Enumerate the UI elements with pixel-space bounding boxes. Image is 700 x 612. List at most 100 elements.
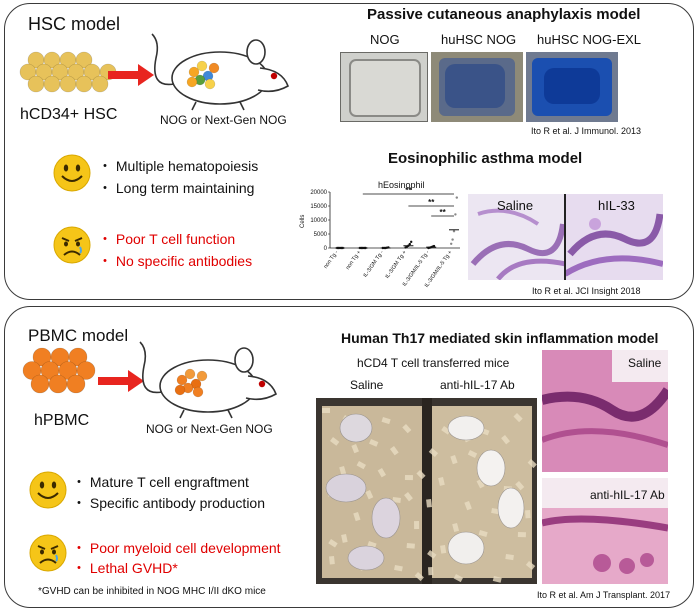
cell-icon xyxy=(91,75,109,93)
y-tick-label: 20000 xyxy=(310,190,327,196)
histology-divider xyxy=(564,194,566,280)
pca-label-huhsc-nog: huHSC NOG xyxy=(441,32,517,47)
cell-icon xyxy=(184,368,196,380)
cell-icon xyxy=(66,374,86,394)
pbmc-pro-2: ・ Specific antibody production xyxy=(72,495,265,511)
pbmc-con-2: ・ Lethal GVHD* xyxy=(72,560,178,576)
cell-icon xyxy=(48,374,68,394)
asthma-histo-label-saline: Saline xyxy=(497,198,534,213)
significance-label: ** xyxy=(428,198,435,207)
th17-histo-label-saline: Saline xyxy=(628,356,662,370)
data-point xyxy=(454,213,457,216)
hsc-pro-1: ・ Multiple hematopoiesis xyxy=(98,158,259,174)
cell-icon xyxy=(208,62,220,74)
pbmc-mouse-label: NOG or Next-Gen NOG xyxy=(146,422,273,436)
significance-label: ** xyxy=(405,186,412,195)
cell-icon xyxy=(176,374,188,386)
th17-subtitle: hCD4 T cell transferred mice xyxy=(357,356,510,370)
mouse-in-cage xyxy=(347,545,385,571)
pbmc-cell-label: hPBMC xyxy=(34,412,90,429)
data-point xyxy=(451,238,454,241)
hsc-cell-label: hCD34+ HSC xyxy=(20,106,118,123)
cell-icon xyxy=(75,75,93,93)
th17-mice-cage-photo xyxy=(316,398,537,584)
cell-icon xyxy=(27,75,45,93)
cell-icon xyxy=(43,75,61,93)
mouse-in-cage xyxy=(497,487,525,529)
data-point xyxy=(432,244,436,248)
data-point xyxy=(455,196,458,199)
mouse-in-cage xyxy=(339,413,373,443)
worried-face-icon xyxy=(53,226,91,264)
cell-icon xyxy=(186,76,198,88)
happy-face-icon xyxy=(29,471,67,509)
data-point xyxy=(452,230,456,233)
y-tick-label: 10000 xyxy=(310,218,327,224)
cell-icon xyxy=(30,374,50,394)
data-point xyxy=(410,240,413,244)
x-tick-label: IL-3/GM Tg + xyxy=(385,250,409,280)
cell-icon xyxy=(188,66,200,78)
pbmc-pro-1: ・ Mature T cell engraftment xyxy=(72,474,249,490)
arrow-right-icon xyxy=(108,64,154,86)
data-point xyxy=(450,242,453,245)
y-axis-label: Cells xyxy=(300,215,306,228)
humanized-mouse-icon xyxy=(139,341,277,419)
th17-histology-anti-il17 xyxy=(542,478,668,584)
hsc-mouse-label: NOG or Next-Gen NOG xyxy=(160,113,287,127)
asthma-citation: Ito R et al. JCI Insight 2018 xyxy=(532,286,641,296)
mouse-in-cage xyxy=(447,415,485,441)
humanized-mouse-icon xyxy=(151,33,289,111)
th17-citation: Ito R et al. Am J Transplant. 2017 xyxy=(537,590,671,600)
hsc-pro-2: ・ Long term maintaining xyxy=(98,180,255,196)
asthma-histology-saline xyxy=(468,194,566,280)
pca-citation: Ito R et al. J Immunol. 2013 xyxy=(531,126,642,136)
asthma-title: Eosinophilic asthma model xyxy=(388,150,583,167)
x-tick-label: IL-3/GM Tg - xyxy=(362,250,385,279)
pca-skin-photo-huhsc-nog-exl xyxy=(526,52,618,122)
pbmc-model-title: PBMC model xyxy=(28,326,129,345)
x-tick-label: non Tg + xyxy=(345,250,362,271)
happy-face-icon xyxy=(53,154,91,192)
asthma-histology-il33 xyxy=(565,194,663,280)
pca-label-huhsc-nog-exl: huHSC NOG-EXL xyxy=(537,32,642,47)
th17-label-anti-il17: anti-hIL-17 Ab xyxy=(440,378,515,392)
x-tick-label: non Tg - xyxy=(323,250,340,270)
significance-label: ** xyxy=(439,208,446,217)
cell-icon xyxy=(174,384,186,396)
cell-icon xyxy=(192,386,204,398)
cell-icon xyxy=(68,347,88,367)
pbmc-cell-cluster-icon xyxy=(22,347,96,394)
cell-icon xyxy=(204,78,216,90)
pca-skin-photo-huhsc-nog xyxy=(431,52,523,122)
th17-title: Human Th17 mediated skin inflammation mo… xyxy=(341,330,659,346)
worried-face-icon xyxy=(29,534,67,572)
arrow-right-icon xyxy=(98,370,144,392)
mouse-in-cage xyxy=(371,497,401,539)
cell-icon xyxy=(196,370,208,382)
th17-histo-label-anti-il17: anti-hIL-17 Ab xyxy=(590,488,665,502)
chart-title: hEosinophil xyxy=(378,180,425,190)
pca-skin-photo-nog xyxy=(340,52,428,122)
mouse-in-cage xyxy=(447,531,485,565)
mouse-in-cage xyxy=(325,473,367,503)
pbmc-footnote: *GVHD can be inhibited in NOG MHC I/II d… xyxy=(38,586,266,597)
mouse-in-cage xyxy=(476,449,506,487)
th17-histology-saline xyxy=(542,350,668,472)
cell-icon xyxy=(76,361,96,380)
hsc-model-title: HSC model xyxy=(28,14,121,34)
hsc-con-1: ・ Poor T cell function xyxy=(98,231,236,247)
y-tick-label: 5000 xyxy=(314,232,328,238)
th17-label-saline: Saline xyxy=(350,378,384,392)
hsc-con-2: ・ No specific antibodies xyxy=(98,253,253,269)
cell-icon xyxy=(59,75,77,93)
pca-title: Passive cutaneous anaphylaxis model xyxy=(367,6,641,23)
pbmc-con-1: ・ Poor myeloid cell development xyxy=(72,540,281,556)
asthma-histo-label-il33: hIL-33 xyxy=(598,198,635,213)
y-tick-label: 15000 xyxy=(310,204,327,210)
hsc-cell-cluster-icon xyxy=(19,51,117,93)
y-tick-label: 0 xyxy=(324,246,328,252)
cell-icon xyxy=(196,60,208,72)
pca-label-nog: NOG xyxy=(370,32,400,47)
